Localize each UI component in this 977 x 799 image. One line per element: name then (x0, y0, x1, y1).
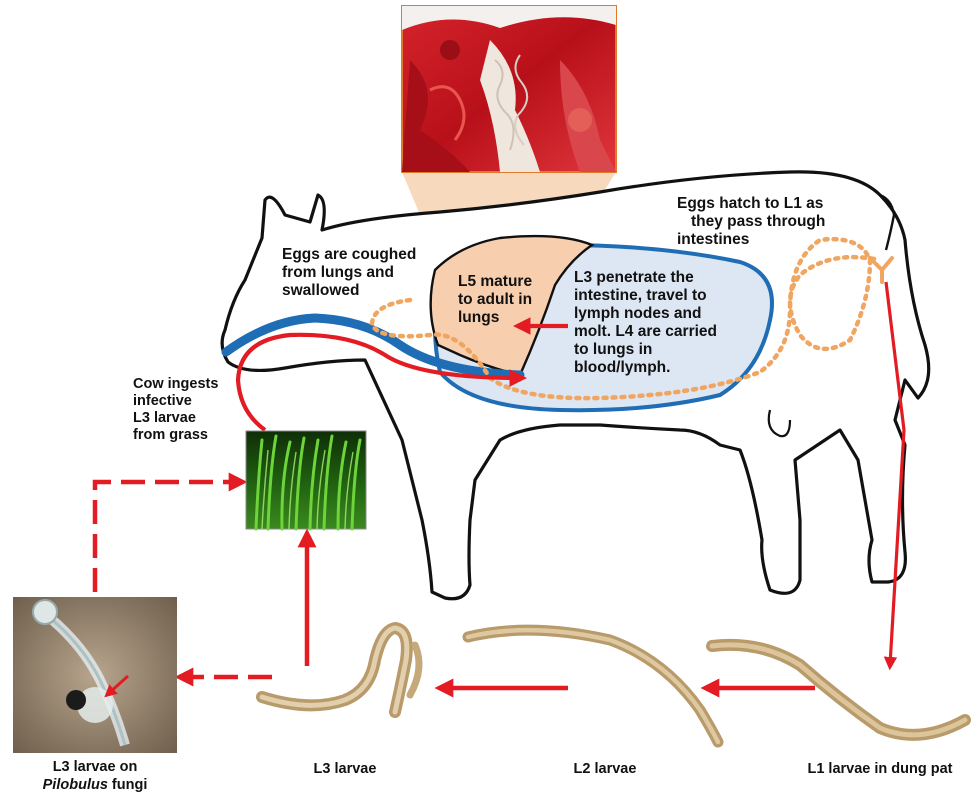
pilobolus-fungi-photo (13, 597, 177, 753)
label-line: Eggs are coughed (282, 246, 416, 264)
label-line: from grass (133, 427, 218, 444)
label-line: blood/lymph. (574, 359, 717, 377)
label-line: intestines (677, 231, 825, 249)
label-line: lymph nodes and (574, 305, 717, 323)
label-l5-mature: L5 mature to adult in lungs (458, 273, 532, 327)
label-line: swallowed (282, 282, 416, 300)
label-l3-penetrate: L3 penetrate the intestine, travel to ly… (574, 269, 717, 377)
caption-l2-larvae: L2 larvae (550, 760, 660, 778)
label-line: L3 penetrate the (574, 269, 717, 287)
caption-l1-larvae: L1 larvae in dung pat (790, 760, 970, 778)
caption-l3-on-fungi: L3 larvae on Pilobulus fungi (20, 758, 170, 794)
label-line: Eggs hatch to L1 as (677, 195, 825, 213)
label-line: L3 larvae (133, 410, 218, 427)
label-line: intestine, travel to (574, 287, 717, 305)
lung-tissue-photo (402, 6, 616, 172)
label-line: molt. L4 are carried (574, 323, 717, 341)
fungi-to-grass-arrow (95, 482, 240, 592)
caption-line: Pilobulus fungi (20, 776, 170, 794)
label-line: lungs (458, 309, 532, 327)
label-eggs-coughed: Eggs are coughed from lungs and swallowe… (282, 246, 416, 300)
l3-larva-image (262, 628, 419, 712)
grass-photo (246, 431, 366, 529)
label-line: infective (133, 393, 218, 410)
caption-italic: Pilobulus (43, 777, 108, 793)
caption-l3-larvae: L3 larvae (290, 760, 400, 778)
label-eggs-hatch: Eggs hatch to L1 as they pass through in… (677, 195, 825, 249)
label-line: to adult in (458, 291, 532, 309)
label-line: Cow ingests (133, 376, 218, 393)
label-line: they pass through (677, 213, 825, 231)
label-cow-ingests: Cow ingests infective L3 larvae from gra… (133, 376, 218, 444)
caption-suffix: fungi (108, 777, 147, 793)
label-line: to lungs in (574, 341, 717, 359)
label-line: from lungs and (282, 264, 416, 282)
label-line: L5 mature (458, 273, 532, 291)
caption-line: L3 larvae on (20, 758, 170, 776)
